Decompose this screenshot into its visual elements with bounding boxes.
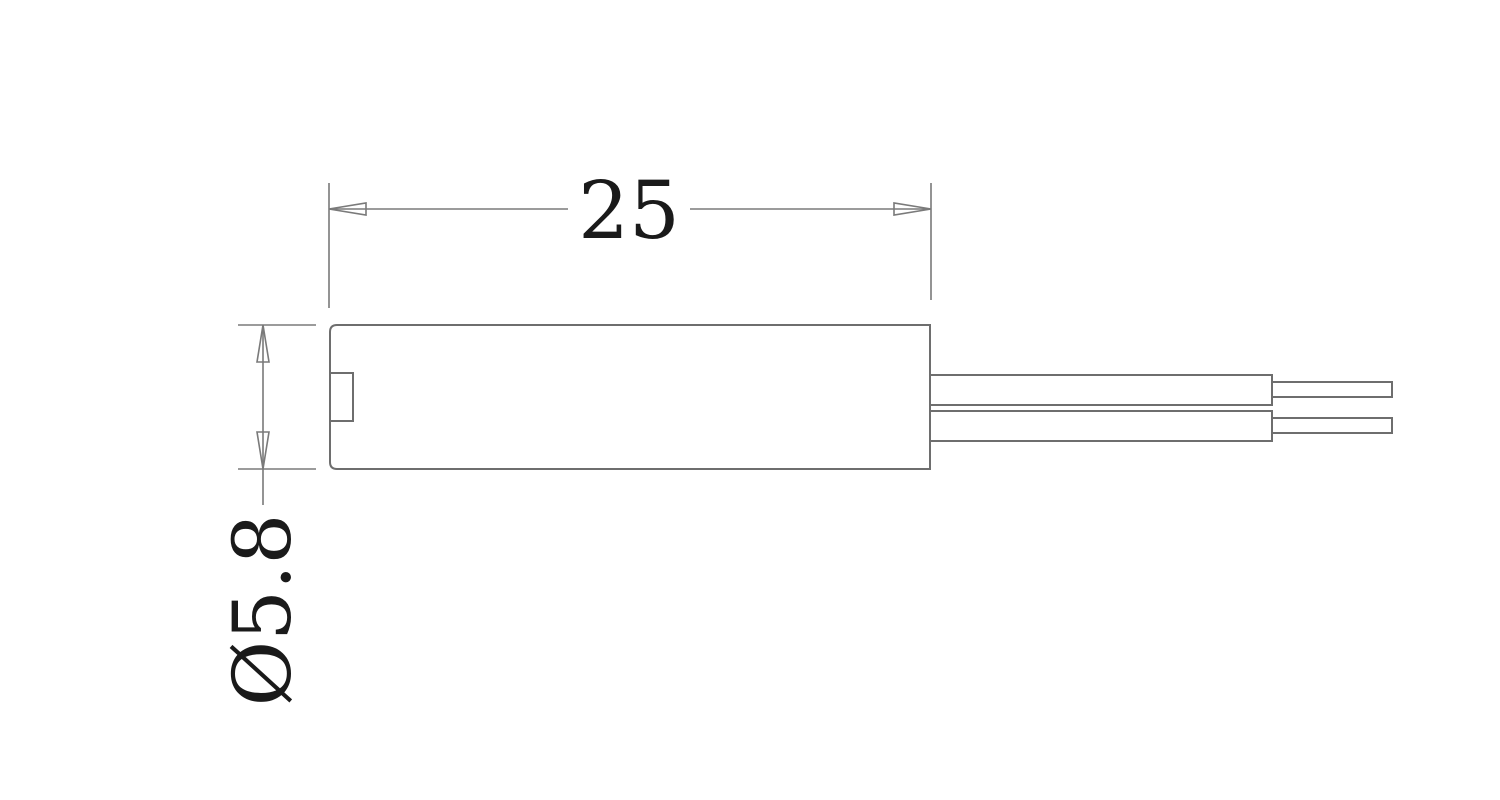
- wire-upper-conductor: [1271, 381, 1393, 398]
- length-dimension: 25: [328, 164, 932, 308]
- length-dimension-label: 25: [578, 164, 680, 257]
- wire-lower-insulation: [929, 410, 1273, 442]
- diameter-dimension: Ø5.8: [216, 324, 316, 707]
- wire-lower-conductor: [1271, 417, 1393, 434]
- arrowhead-left: [328, 202, 367, 216]
- arrowhead-bottom: [256, 431, 270, 470]
- arrowhead-top: [256, 324, 270, 363]
- diameter-dimension-label: Ø5.8: [216, 514, 309, 707]
- sensor-body: [329, 324, 931, 470]
- arrowhead-right: [893, 202, 932, 216]
- body-outline: [329, 324, 931, 470]
- lead-wires: [929, 374, 1393, 442]
- end-cap-notch: [329, 372, 354, 422]
- wire-upper-insulation: [929, 374, 1273, 406]
